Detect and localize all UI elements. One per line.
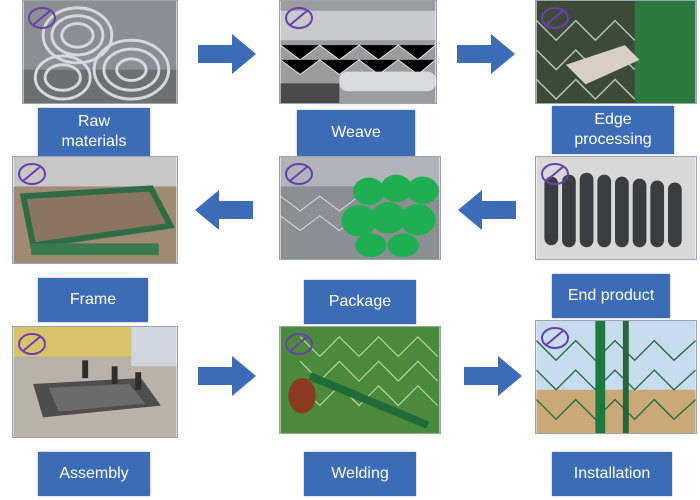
company-logo-icon [284,161,314,187]
step-label-package: Package [304,280,416,324]
step-label-raw-materials: Raw materials [38,108,150,156]
photo-installation [535,320,697,434]
weaving-machine-image [280,1,436,103]
photo-weave [279,0,437,104]
company-logo-icon [540,5,570,31]
photo-raw-materials [22,0,178,104]
company-logo-icon [17,331,47,357]
photo-package [279,156,441,260]
step-label-welding: Welding [304,452,416,496]
wire-coils-image [23,1,177,103]
arrow-right-4-icon [464,356,522,396]
company-logo-icon [17,161,47,187]
installation-image [536,321,696,433]
photo-assembly [12,326,178,438]
step-label-end-product: End product [552,274,670,318]
welding-image [280,327,440,433]
photo-end-product [535,156,697,260]
edge-processing-image [536,1,696,103]
company-logo-icon [27,5,57,31]
company-logo-icon [540,161,570,187]
step-label-edge-processing: Edge processing [552,106,674,154]
company-logo-icon [284,5,314,31]
package-image [280,157,440,259]
step-label-assembly: Assembly [38,452,150,496]
frame-image [13,157,177,263]
step-label-installation: Installation [552,452,672,496]
arrow-right-1-icon [198,34,256,74]
arrow-right-2-icon [457,34,515,74]
assembly-image [13,327,177,437]
arrow-right-3-icon [198,356,256,396]
end-product-image [536,157,696,259]
arrow-left-1-icon [195,190,253,230]
photo-frame [12,156,178,264]
photo-edge-processing [535,0,697,104]
company-logo-icon [284,331,314,357]
company-logo-icon [540,325,570,351]
step-label-frame: Frame [38,278,148,322]
arrow-left-2-icon [458,190,516,230]
step-label-weave: Weave [297,110,415,156]
photo-welding [279,326,441,434]
